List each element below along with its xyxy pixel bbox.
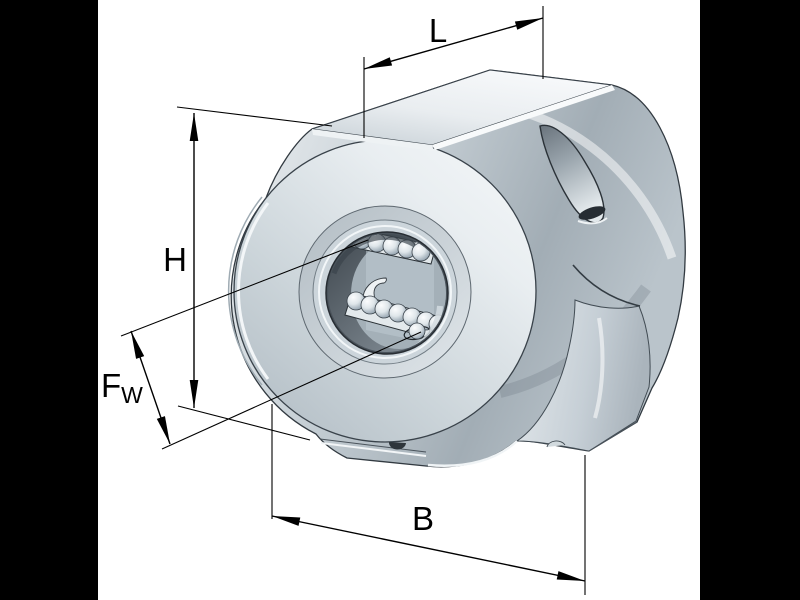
foot-bottom-edge <box>588 421 638 452</box>
H-extension-line-top <box>176 106 333 127</box>
dim-label-bottom-width: B <box>412 500 434 537</box>
base-plate <box>319 438 566 467</box>
dim-label-left-height: H <box>163 241 187 278</box>
dimension-annotations: L H FW B <box>101 6 586 595</box>
FW-extension-line-top <box>120 239 369 337</box>
base-notch <box>388 442 406 450</box>
top-flat-surface <box>311 69 615 151</box>
arc-slot-opening <box>539 124 605 224</box>
housing-unit <box>227 69 686 468</box>
L-dimension-line <box>363 17 544 70</box>
flange-crease-line <box>572 264 641 307</box>
base-lip-edge <box>319 438 427 453</box>
dimension-L: L <box>363 6 544 138</box>
counterbore-highlight-ring <box>318 225 452 359</box>
slot-bottom-highlight <box>577 217 608 225</box>
bore-diameter-letter: F <box>101 367 121 404</box>
top-front-chamfer <box>312 129 434 151</box>
slot-through-hole <box>578 206 606 220</box>
bore-diameter-subscript: W <box>121 382 143 408</box>
dim-label-bore-diameter: FW <box>101 367 143 408</box>
dim-label-top-length: L <box>429 12 447 49</box>
base-lip-highlight <box>320 442 427 457</box>
FW-dimension-line <box>130 330 171 445</box>
seal-ball <box>408 322 426 340</box>
FW-extension-line-bottom <box>161 331 422 450</box>
face-chamfer-highlight <box>237 202 270 380</box>
dimension-H: H <box>163 106 333 441</box>
face-chamfer-edge <box>227 196 263 386</box>
bore-inner-shadow <box>329 234 417 275</box>
H-extension-line-bottom <box>177 405 311 441</box>
linear-bearing <box>328 234 446 352</box>
base-arch-highlight <box>427 440 518 467</box>
dimension-B: B <box>271 404 586 595</box>
base-bump <box>546 440 566 448</box>
flange-highlight <box>593 317 605 419</box>
B-dimension-line <box>271 515 586 582</box>
top-chamfer-strip <box>432 85 615 150</box>
lower-ball-row <box>346 291 446 334</box>
arc-slot-cutout <box>539 124 608 225</box>
dimension-FW: FW <box>101 239 422 450</box>
